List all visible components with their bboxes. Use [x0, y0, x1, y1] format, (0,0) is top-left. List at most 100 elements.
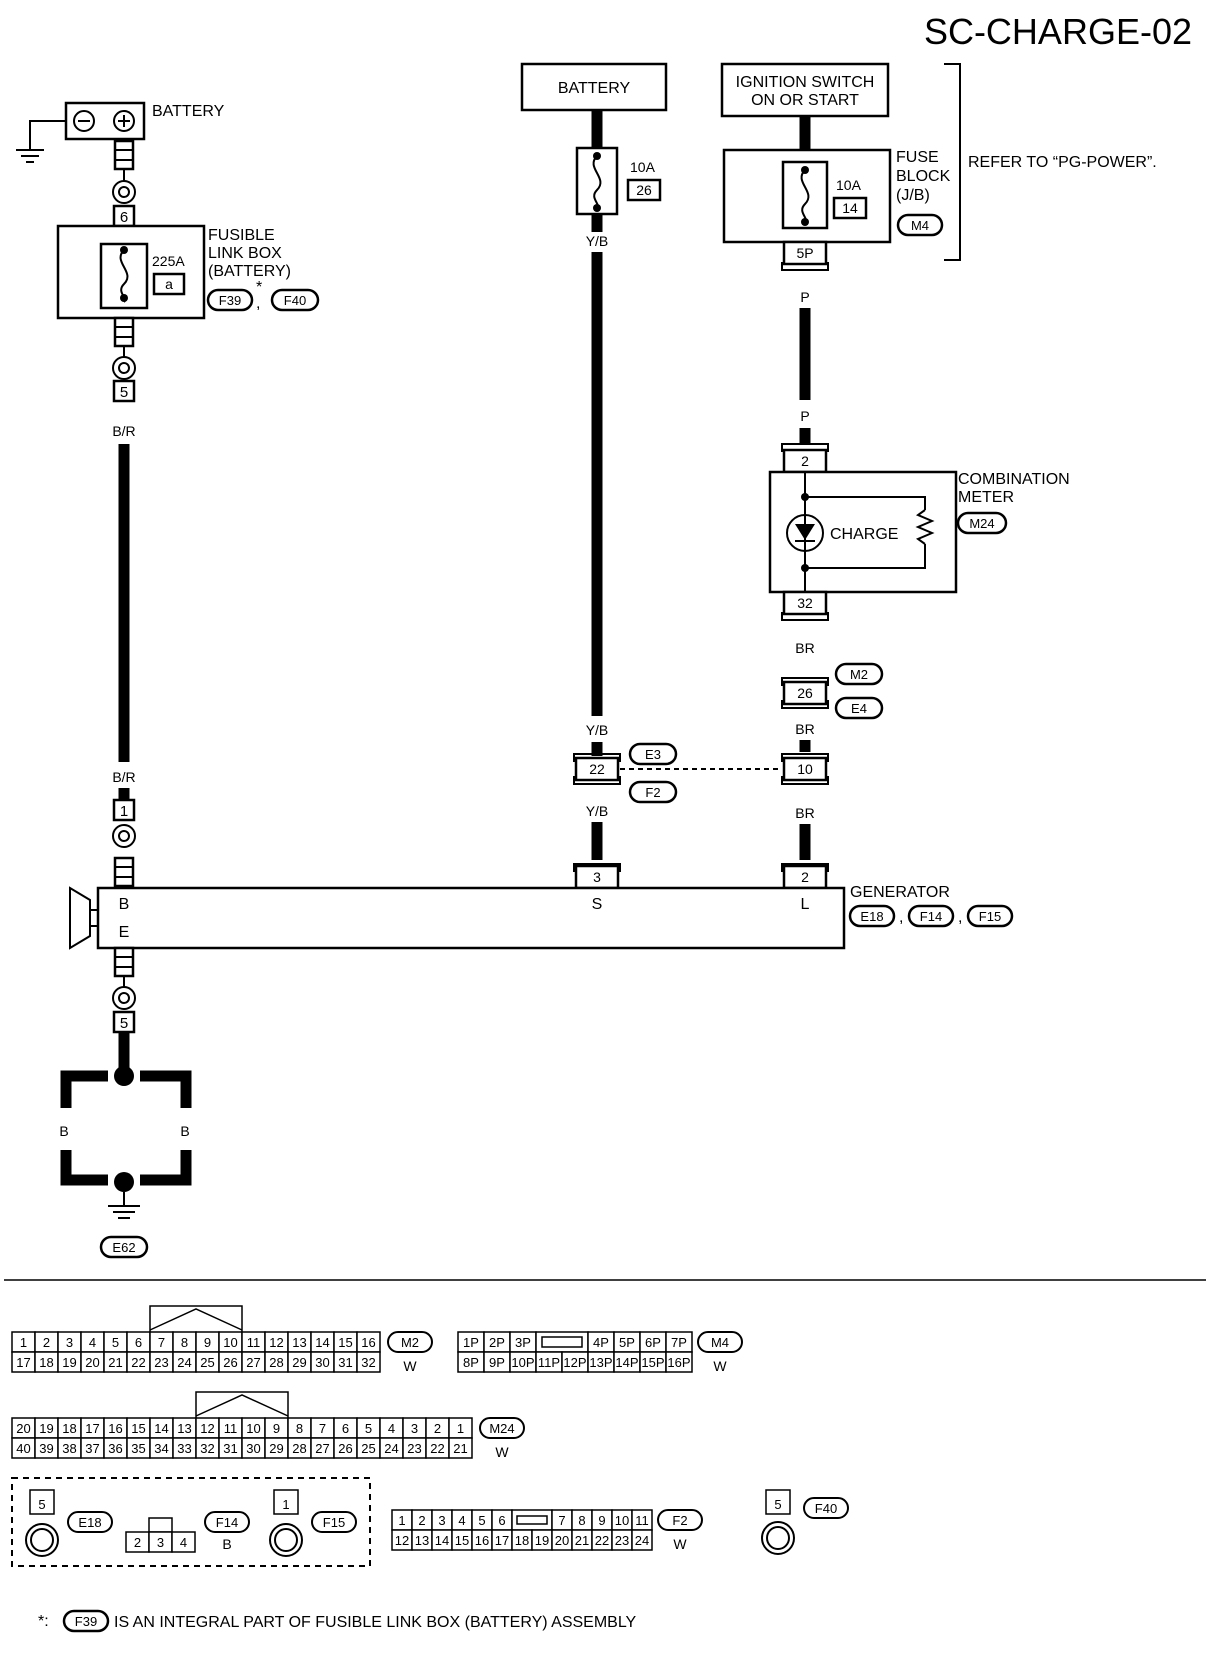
- fusible-link-conn-f39: F39: [219, 293, 241, 308]
- wire-p-label-top: P: [800, 289, 809, 305]
- m2-pin-22: 22: [131, 1355, 145, 1370]
- m24-pin-20: 20: [16, 1421, 30, 1436]
- m24-pin-15: 15: [131, 1421, 145, 1436]
- f2-key-slot: [516, 1515, 548, 1525]
- m24-pin-35: 35: [131, 1441, 145, 1456]
- fusible-link-rating: 225A: [152, 253, 185, 269]
- comma-1: ,: [256, 295, 260, 312]
- m24-pin-2: 2: [434, 1421, 441, 1436]
- f2-view-id-outline: [657, 1509, 703, 1531]
- f2-pin-14: 14: [435, 1533, 449, 1548]
- m2-pin-17: 17: [16, 1355, 30, 1370]
- m2-pin-12: 12: [269, 1335, 283, 1350]
- m4-pin-14P: 14P: [615, 1355, 638, 1370]
- m24-pin-30: 30: [246, 1441, 260, 1456]
- m2-pin-13: 13: [292, 1335, 306, 1350]
- f2-pin-13: 13: [415, 1533, 429, 1548]
- fuse-block-label-2: BLOCK: [896, 168, 951, 185]
- f2-pin-11: 11: [635, 1513, 649, 1528]
- fusible-link-pin-bottom: 5: [120, 384, 128, 401]
- m24-pin-22: 22: [430, 1441, 444, 1456]
- combination-meter-pin-bottom: 32: [797, 595, 813, 611]
- m4-pin-5P: 5P: [619, 1335, 635, 1350]
- ignition-switch-label-2: ON OR START: [751, 92, 859, 109]
- m2-pin-3: 3: [66, 1335, 73, 1350]
- f2-view-id: F2: [672, 1513, 687, 1528]
- combination-meter-pin-top: 2: [801, 453, 809, 469]
- fuse-block-number: 14: [842, 200, 858, 216]
- generator-pin-b: B: [119, 896, 130, 913]
- m4-pin-16P: 16P: [667, 1355, 690, 1370]
- page-title: SC-CHARGE-02: [924, 11, 1192, 52]
- m24-pin-26: 26: [338, 1441, 352, 1456]
- f15-view-id-outline: [311, 1511, 357, 1533]
- fusible-link-output: 5: [112, 316, 136, 403]
- m4-pin-16P-cell: [665, 1351, 693, 1373]
- m24-pin-39: 39: [39, 1441, 53, 1456]
- m2-pin-21: 21: [108, 1355, 122, 1370]
- f2-pin-9: 9: [598, 1513, 605, 1528]
- m4-pin-10P: 10P: [511, 1355, 534, 1370]
- m2-pin-16: 16: [361, 1335, 375, 1350]
- m24-pin-4: 4: [388, 1421, 395, 1436]
- e18-view-ring-outer: [25, 1523, 59, 1557]
- m2-pin-25: 25: [200, 1355, 214, 1370]
- m2-pin-26: 26: [223, 1355, 237, 1370]
- m4-pin-9P: 9P: [489, 1355, 505, 1370]
- f2-pin-23: 23: [615, 1533, 629, 1548]
- wire-br-upper: BR 26 M2 E4 BR: [781, 640, 884, 752]
- m2-pin-24: 24: [177, 1355, 191, 1370]
- m24-pin-17: 17: [85, 1421, 99, 1436]
- f14-view-id: F14: [216, 1515, 238, 1530]
- wire-br-label-3: BR: [795, 805, 814, 821]
- m2-pin-32: 32: [361, 1355, 375, 1370]
- combination-meter: 2 CHARGE COMBINATION METER M24 32: [768, 443, 1070, 621]
- m24-pin-13: 13: [177, 1421, 191, 1436]
- m4-pin-13P: 13P: [589, 1355, 612, 1370]
- f2-pin-18: 18: [515, 1533, 529, 1548]
- m24-pin-24: 24: [384, 1441, 398, 1456]
- f14-pin-4-cell: [171, 1531, 196, 1553]
- f40-view-id: F40: [815, 1501, 837, 1516]
- fuse-block-label-3: (J/B): [896, 187, 930, 204]
- conn-e3: E3: [645, 747, 661, 762]
- e18-view-id: E18: [78, 1515, 101, 1530]
- m24-view-id-outline: [479, 1417, 525, 1439]
- f14-pin-4: 4: [180, 1535, 187, 1550]
- generator-conn-e18: E18: [860, 909, 883, 924]
- f2-view-color: W: [673, 1536, 687, 1552]
- f15-view-ring-inner: [274, 1528, 298, 1552]
- m4-pin-12P: 12P: [563, 1355, 586, 1370]
- m24-pin-38: 38: [62, 1441, 76, 1456]
- f2-pin-8: 8: [578, 1513, 585, 1528]
- generator-ground: 5 B B E62: [59, 946, 192, 1259]
- generator-e-term-number: 5: [120, 1015, 128, 1032]
- generator-b-term-number: 1: [120, 803, 128, 820]
- e18-view-ring-inner: [30, 1528, 54, 1552]
- f15-view-pin: 1: [282, 1497, 289, 1512]
- m2-latch: [149, 1305, 243, 1332]
- m2-latch-v: [149, 1308, 243, 1331]
- battery-left: BATTERY: [16, 101, 225, 163]
- f14-pin-3: 3: [157, 1535, 164, 1550]
- m2-pin-18: 18: [39, 1355, 53, 1370]
- f15-view-pin-cell: [273, 1489, 299, 1515]
- generator-views-box: [11, 1477, 371, 1567]
- m2-pin-11: 11: [247, 1335, 261, 1350]
- m2-view-id-outline: [387, 1331, 433, 1353]
- m4-pin-15P: 15P: [641, 1355, 664, 1370]
- f2-pin-12: 12: [395, 1533, 409, 1548]
- m2-pin-10: 10: [223, 1335, 237, 1350]
- m4-pin-11P: 11P: [538, 1355, 560, 1370]
- m2-e4-pin: 26: [797, 685, 813, 701]
- m4-pin-6P: 6P: [645, 1335, 661, 1350]
- footnote-text: IS AN INTEGRAL PART OF FUSIBLE LINK BOX …: [114, 1614, 637, 1631]
- charge-lamp-label: CHARGE: [830, 526, 898, 543]
- m2-pin-6: 6: [135, 1335, 142, 1350]
- wire-b-label-right: B: [180, 1123, 189, 1139]
- f2-pin-5: 5: [478, 1513, 485, 1528]
- conn-f2: F2: [645, 785, 660, 800]
- m24-pin-9: 9: [273, 1421, 280, 1436]
- comma-2: ,: [899, 909, 903, 926]
- wire-br-label-1: BR: [795, 640, 814, 656]
